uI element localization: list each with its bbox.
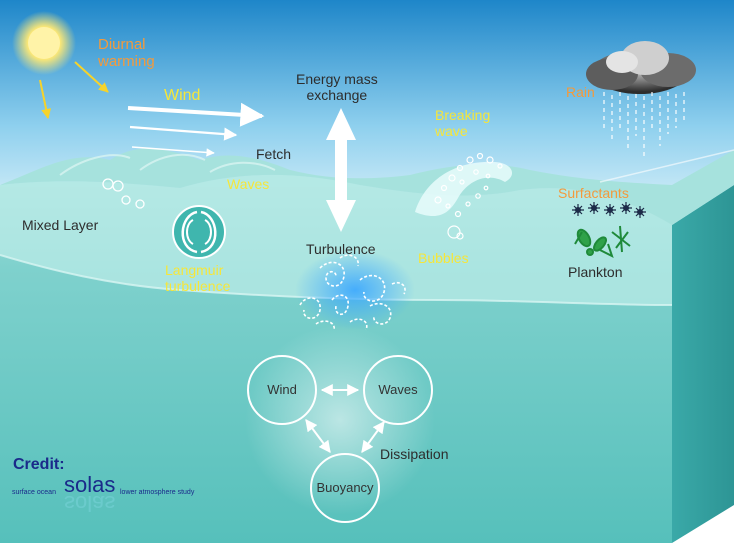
plankton-icon — [574, 225, 631, 258]
label-energy-mass-exchange: Energy mass exchange — [296, 71, 378, 104]
credit-left-text: surface ocean — [12, 489, 56, 496]
credit-logo: solas — [64, 472, 116, 497]
label-mixed-layer: Mixed Layer — [22, 217, 99, 233]
cycle-wind-circle — [247, 355, 317, 425]
bubbles-icon — [415, 152, 513, 240]
cycle-buoyancy-circle — [310, 453, 380, 523]
surfactant-icon — [572, 202, 646, 218]
credit-logo-reflection: solas — [64, 491, 116, 516]
label-fetch: Fetch — [256, 146, 292, 162]
label-wind: Wind — [164, 87, 201, 104]
credit-right-text: lower atmosphere study — [120, 489, 195, 496]
cycle-label-dissipation: Dissipation — [380, 446, 449, 462]
wind-arrow-3 — [131, 146, 215, 157]
label-plankton: Plankton — [568, 264, 623, 280]
cycle-label-buoyancy: Buoyancy — [316, 480, 374, 495]
rain-cloud-icon — [586, 41, 696, 158]
label-breaking-wave: Breaking wave — [435, 107, 491, 140]
waves-buoyancy-arrow — [361, 421, 385, 453]
cycle-waves-circle — [363, 355, 433, 425]
label-turbulence: Turbulence — [306, 241, 376, 257]
label-rain: Rain — [566, 84, 595, 100]
label-surfactants: Surfactants — [558, 185, 629, 201]
cycle-glow — [245, 325, 435, 515]
cycle-label-wind: Wind — [267, 382, 297, 397]
surface-swirls — [102, 178, 145, 209]
credit-heading: Credit: — [13, 456, 65, 473]
label-langmuir-turbulence: Langmuir turbulence — [165, 262, 231, 295]
wind-arrow-1 — [127, 102, 265, 127]
sea-surface-top — [0, 148, 734, 225]
energy-exchange-arrow — [326, 108, 356, 232]
block-side-face — [672, 185, 734, 543]
turbulence-eddies — [295, 250, 415, 331]
langmuir-cell-icon — [172, 205, 226, 259]
label-waves: Waves — [227, 176, 270, 192]
wind-buoyancy-arrow — [305, 419, 331, 453]
label-diurnal-warming: Diurnal warming — [98, 36, 155, 71]
cycle-label-waves: Waves — [378, 382, 418, 397]
mixed-layer-band — [0, 174, 672, 305]
wind-arrow-2 — [129, 125, 238, 141]
label-bubbles: Bubbles — [418, 250, 469, 266]
